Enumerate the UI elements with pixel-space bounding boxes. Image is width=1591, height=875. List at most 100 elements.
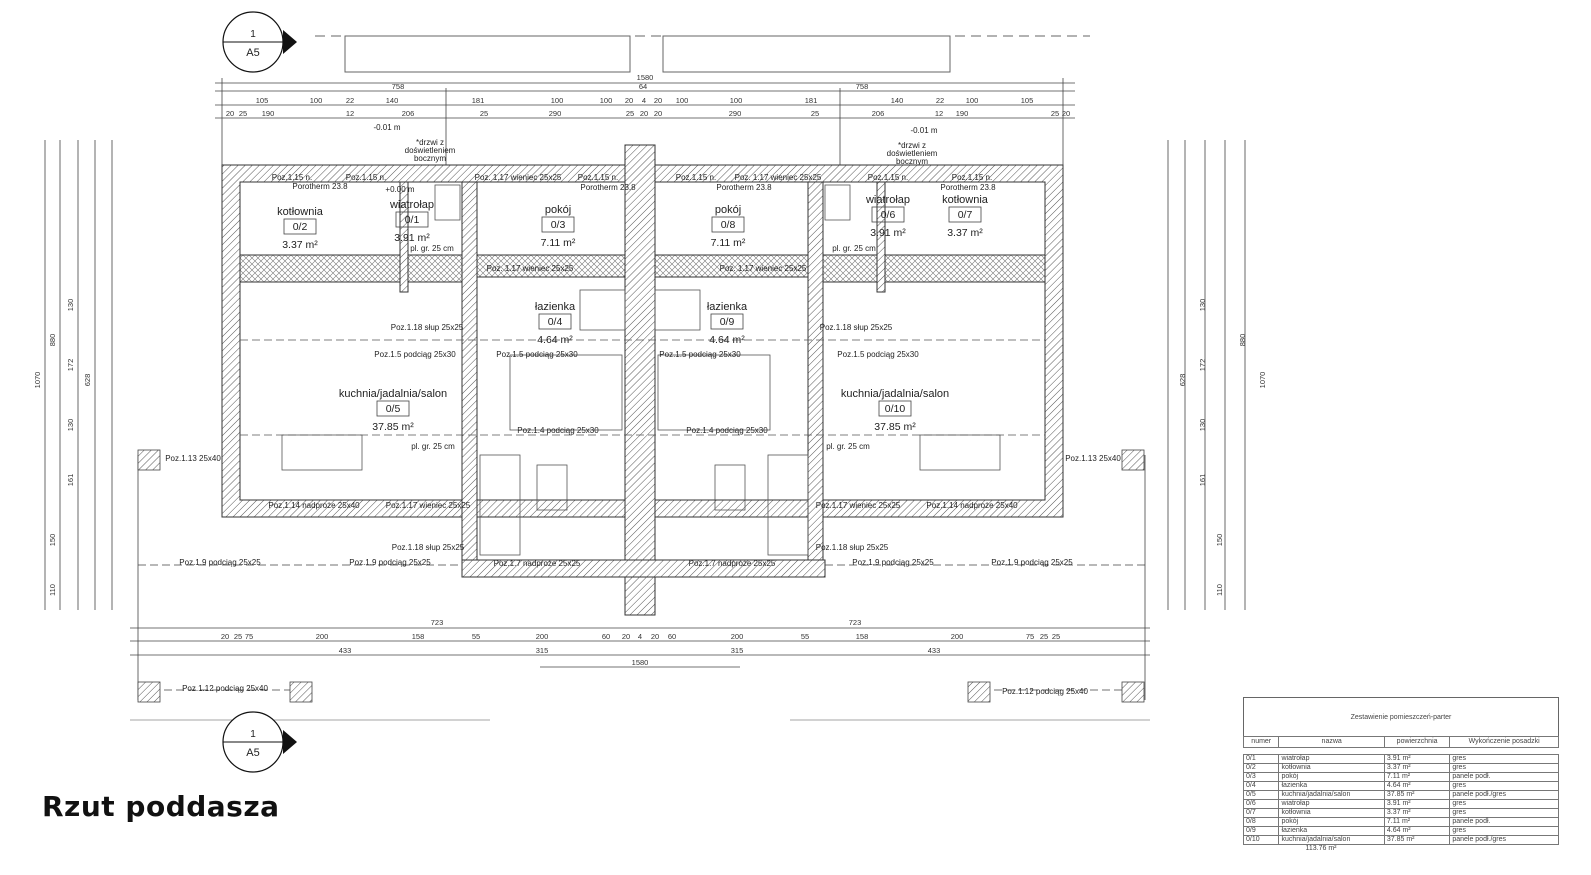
annotation: Poz.1.15 n. — [868, 173, 908, 182]
room-area: 7.11 m² — [711, 237, 746, 249]
dim-bottom-row1: 200 — [316, 632, 329, 641]
room-number: 0/9 — [720, 316, 735, 328]
annotation: Poz.1.9 podciąg 25x25 — [349, 558, 431, 567]
room-name: wiatrołap — [865, 194, 910, 206]
schedule-cell: pokój — [1278, 772, 1385, 782]
room-area: 7.11 m² — [541, 237, 576, 249]
dim-half-left: 758 — [392, 82, 405, 91]
room-number-box — [376, 400, 410, 417]
schedule-cell: wiatrołap — [1278, 754, 1385, 764]
room-name: kuchnia/jadalnia/salon — [841, 388, 949, 400]
annotation: Porotherm 23.8 — [940, 183, 996, 192]
schedule-cell: wiatrołap — [1278, 799, 1385, 809]
schedule-cell: 0/2 — [1242, 763, 1280, 773]
annotation: Poz.1.9 podciąg 25x25 — [852, 558, 934, 567]
room-number-box — [710, 313, 744, 330]
dim-top-row1: 20 — [654, 96, 662, 105]
annotation: Poz.1.18 słup 25x25 — [392, 543, 465, 552]
annotation: Poz.1.13 25x40 — [165, 454, 221, 463]
annotation: Poz.1.15 n. — [676, 173, 716, 182]
drawing-title: Rzut poddasza — [42, 790, 280, 823]
dim-bottom-row1: 200 — [536, 632, 549, 641]
annotation: Poz.1.17 wieniec 25x25 — [386, 501, 471, 510]
dim-top-row1: 100 — [730, 96, 743, 105]
annotation: Poz. 1.17 wieniec 25x25 — [735, 173, 822, 182]
dimension-lines-bottom — [130, 627, 1150, 668]
annotation: Poz.1.15 n. — [578, 173, 618, 182]
dim-bottom-row1: 60 — [602, 632, 610, 641]
schedule-cell: gres — [1449, 781, 1559, 791]
annotation: Poz.1.5 podciąg 25x30 — [374, 350, 456, 359]
dim-bottom-row1: 55 — [801, 632, 809, 641]
annotation: Poz.1.18 słup 25x25 — [820, 323, 893, 332]
schedule-cell: 4.64 m² — [1383, 781, 1451, 791]
section-sheet: A5 — [246, 747, 259, 759]
annotation: Poz.1.7 nadproże 25x25 — [689, 559, 776, 568]
dim-bottom-row1: 200 — [731, 632, 744, 641]
room-number: 0/5 — [386, 403, 401, 415]
dimension-lines-top — [215, 78, 1075, 165]
annotation: Porotherm 23.8 — [580, 183, 636, 192]
dim-bottom-row1: 75 — [1026, 632, 1034, 641]
dim-side-left: 110 — [48, 584, 57, 596]
schedule-cell: gres — [1449, 826, 1559, 836]
schedule-cell: 0/8 — [1242, 817, 1280, 827]
annotation: Poz. 1.17 wieniec 25x25 — [475, 173, 562, 182]
dim-side-right: 130 — [1198, 299, 1207, 312]
schedule-cell: 3.91 m² — [1383, 754, 1451, 764]
dim-top-row1: 100 — [551, 96, 564, 105]
dim-top-row2: 25 — [480, 109, 488, 118]
schedule-cell: 7.11 m² — [1383, 772, 1451, 782]
dim-bottom-row1: 158 — [412, 632, 425, 641]
annotation: Poz.1.9 podciąg 25x25 — [991, 558, 1073, 567]
annotation: bocznym — [414, 154, 446, 163]
interior-fixtures — [240, 184, 1045, 556]
schedule-cell: 0/6 — [1242, 799, 1280, 809]
dim-side-left: 628 — [83, 374, 92, 387]
annotation: Poz.1.17 wieniec 25x25 — [816, 501, 901, 510]
terrace-outlines — [315, 35, 1090, 73]
annotation: Poz.1.15 n. — [272, 173, 312, 182]
dim-overall-top: 1580 — [637, 73, 654, 82]
dim-top-row2: 190 — [262, 109, 275, 118]
schedule-cell: panele podł./gres — [1449, 835, 1559, 845]
dim-bottom-row1: 200 — [951, 632, 964, 641]
room-number-box — [395, 211, 429, 228]
annotation: Poz. 1.17 wieniec 25x25 — [720, 264, 807, 273]
schedule-cell: gres — [1449, 808, 1559, 818]
annotation: Poz.1.4 podciąg 25x30 — [517, 426, 599, 435]
section-marker-bottom: 1 A5 — [222, 711, 297, 773]
annotation: Poz.1.9 podciąg 25x25 — [179, 558, 261, 567]
dim-bottom-row2: 433 — [339, 646, 352, 655]
dim-top-row1: 4 — [642, 96, 646, 105]
room-name: wiatrołap — [389, 199, 434, 211]
dim-side-left: 130 — [66, 419, 75, 432]
room-number-box — [283, 218, 317, 235]
schedule-cell: 37.85 m² — [1383, 790, 1451, 800]
room-name: łazienka — [535, 301, 576, 313]
dim-bottom-row2: 433 — [928, 646, 941, 655]
room-number: 0/1 — [405, 214, 420, 226]
annotation: Poz.1.13 25x40 — [1065, 454, 1121, 463]
dim-bottom-row1: 4 — [638, 632, 642, 641]
dim-bottom-row2: 315 — [536, 646, 549, 655]
annotation: -0.01 m — [373, 123, 400, 132]
room-area: 3.91 m² — [394, 232, 430, 244]
dim-top-row1: 100 — [600, 96, 613, 105]
schedule-cell: gres — [1449, 763, 1559, 773]
room-name: kotłownia — [277, 206, 324, 218]
room-number: 0/7 — [958, 209, 973, 221]
dim-side-left: 161 — [66, 474, 75, 487]
room-area: 37.85 m² — [874, 421, 916, 433]
schedule-cell: 3.37 m² — [1383, 763, 1451, 773]
schedule-cell: 0/4 — [1242, 781, 1280, 791]
schedule-cell: gres — [1449, 799, 1559, 809]
